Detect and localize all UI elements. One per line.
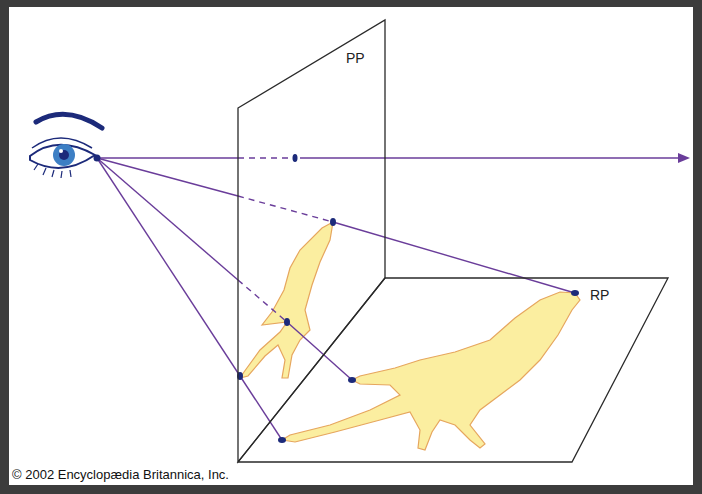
sight-line [97, 157, 238, 158]
projection-point [330, 218, 336, 226]
sight-line [300, 157, 680, 158]
horse-figure [282, 292, 580, 450]
plane-node: PP [238, 20, 385, 462]
projection-ray [97, 158, 238, 280]
plane-label: RP [590, 287, 609, 303]
projection-point [348, 377, 356, 383]
projection-point [284, 318, 290, 326]
eye-symbol [30, 114, 102, 178]
plane-edge [238, 278, 668, 462]
projection-ray [333, 222, 575, 293]
projection-ray [238, 196, 333, 222]
horse-image [240, 222, 333, 378]
plane-edge [238, 20, 385, 462]
background-panel [9, 7, 693, 485]
plane-node: RP [238, 278, 668, 462]
plane-outline [238, 20, 385, 462]
plane-outline [238, 278, 668, 462]
copyright-note: © 2002 Encyclopædia Britannica, Inc. [12, 467, 229, 482]
sight-line [238, 157, 290, 158]
arrowhead [678, 153, 690, 163]
projection-point [571, 290, 579, 296]
projection-point [278, 437, 286, 443]
projection-ray [238, 280, 287, 322]
projection-ray [97, 158, 240, 376]
projection-ray [240, 376, 282, 440]
projection-point [293, 154, 298, 162]
plane-label: PP [346, 50, 365, 66]
